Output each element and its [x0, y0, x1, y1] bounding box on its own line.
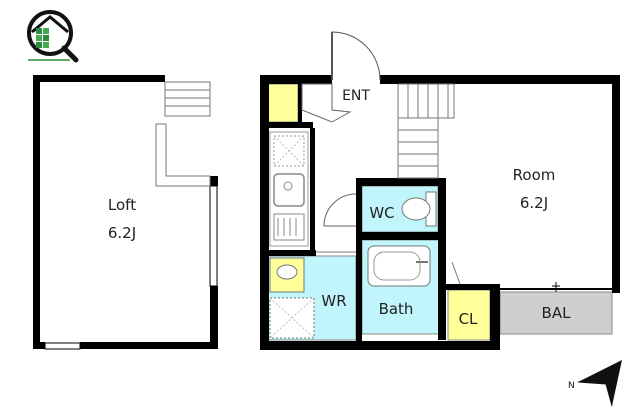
wall-cl-right: [490, 284, 500, 350]
wall-wr-bath: [356, 240, 362, 341]
wall-wr-top: [268, 250, 316, 256]
cl-door: [451, 261, 461, 285]
wall-top-right: [380, 75, 620, 84]
wall-wc-left: [356, 178, 362, 234]
wall-wc-right: [438, 178, 446, 340]
wall-kitchen-right: [310, 128, 315, 250]
loft-rail: [155, 123, 211, 187]
loft-wall-right-lower: [210, 286, 218, 349]
stove: [273, 213, 305, 241]
wall-cl-top: [446, 284, 500, 290]
entrance-door: [331, 31, 381, 81]
loft-wall-bottom-left: [33, 342, 45, 349]
bathtub: [367, 245, 431, 287]
wash-basin-bowl: [276, 264, 298, 280]
wall-right-stub: [612, 284, 620, 292]
loft-name: Loft: [108, 196, 136, 214]
bal-area: [499, 291, 613, 335]
kitchen-counter: [269, 131, 309, 247]
wall-wc-top: [356, 178, 446, 186]
wr-label: WR: [321, 292, 346, 310]
loft-wall-top-left: [33, 75, 165, 82]
wall-top-left: [260, 75, 332, 84]
wall-wc-bottom: [356, 232, 446, 240]
wall-ent-bottom: [268, 122, 313, 128]
loft-wall-right-upper: [210, 176, 218, 186]
loft-wall-left: [33, 75, 40, 349]
wall-bottom: [260, 341, 498, 350]
bath-label: Bath: [379, 300, 414, 318]
loft-ladder: [164, 81, 211, 117]
stairs-lower: [397, 117, 439, 179]
loft-window-right: [209, 185, 218, 287]
room-name: Room: [513, 166, 556, 184]
washer-space-diag-2: [269, 297, 315, 339]
wc-label: WC: [369, 204, 394, 222]
ent-closet: [267, 83, 299, 123]
wall-right: [612, 75, 620, 293]
loft-size: 6.2J: [108, 224, 136, 242]
cl-label: CL: [459, 310, 478, 328]
loft-window-bottom: [44, 342, 81, 350]
cl-closet: [447, 289, 491, 341]
loft-plan: [33, 75, 218, 350]
ent-floor: [301, 83, 352, 123]
house-magnifier-logo: [27, 10, 79, 63]
main-plan: [260, 31, 620, 350]
ent-label: ENT: [342, 88, 370, 104]
toilet: [401, 191, 437, 227]
loft-wall-bottom-right: [80, 342, 218, 349]
svg-text:N: N: [568, 381, 575, 391]
room-size: 6.2J: [520, 194, 548, 212]
wall-ent-side: [298, 84, 302, 122]
stairs-upper: [397, 83, 455, 119]
wall-left: [260, 75, 269, 350]
wc-door: [323, 193, 357, 227]
north-arrow-icon: N: [568, 360, 622, 407]
bal-label: BAL: [542, 304, 572, 322]
